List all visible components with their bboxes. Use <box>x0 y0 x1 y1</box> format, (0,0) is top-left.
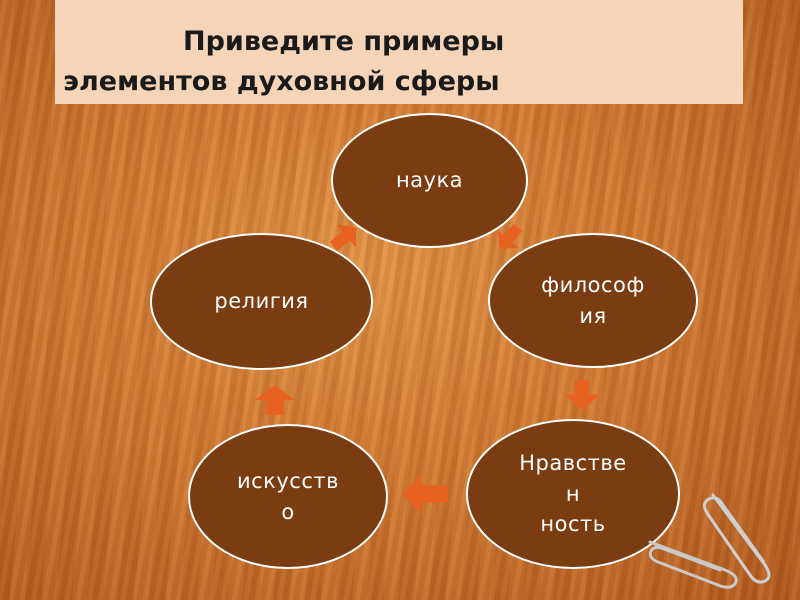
paperclip-icon <box>702 493 771 584</box>
title-line-2: элементов духовной сферы <box>63 66 500 97</box>
node-religion: религия <box>150 233 373 370</box>
node-art-label-1: искусств <box>236 469 339 494</box>
node-art-label-2: о <box>281 499 295 524</box>
node-morality-label-2: н <box>565 481 581 506</box>
node-morality-label-3: ность <box>540 512 606 537</box>
arrow-philosophy-to-morality <box>564 380 600 410</box>
node-philosophy: философ ия <box>488 233 698 368</box>
node-morality-label-1: Нравстве <box>519 451 627 476</box>
node-morality: Нравстве н ность <box>466 419 680 569</box>
arrow-art-to-religion <box>255 385 295 415</box>
paperclip-icon <box>648 540 738 589</box>
title-banner: Приведите примеры элементов духовной сфе… <box>55 0 743 104</box>
node-philosophy-label-2: ия <box>579 303 607 328</box>
arrow-morality-to-art <box>402 474 448 514</box>
node-science-label: наука <box>395 168 464 193</box>
node-science: наука <box>331 113 528 248</box>
node-art: искусств о <box>188 424 388 569</box>
node-philosophy-label-1: философ <box>541 273 645 298</box>
title-line-1: Приведите примеры <box>183 26 505 57</box>
node-religion-label: религия <box>214 289 309 314</box>
